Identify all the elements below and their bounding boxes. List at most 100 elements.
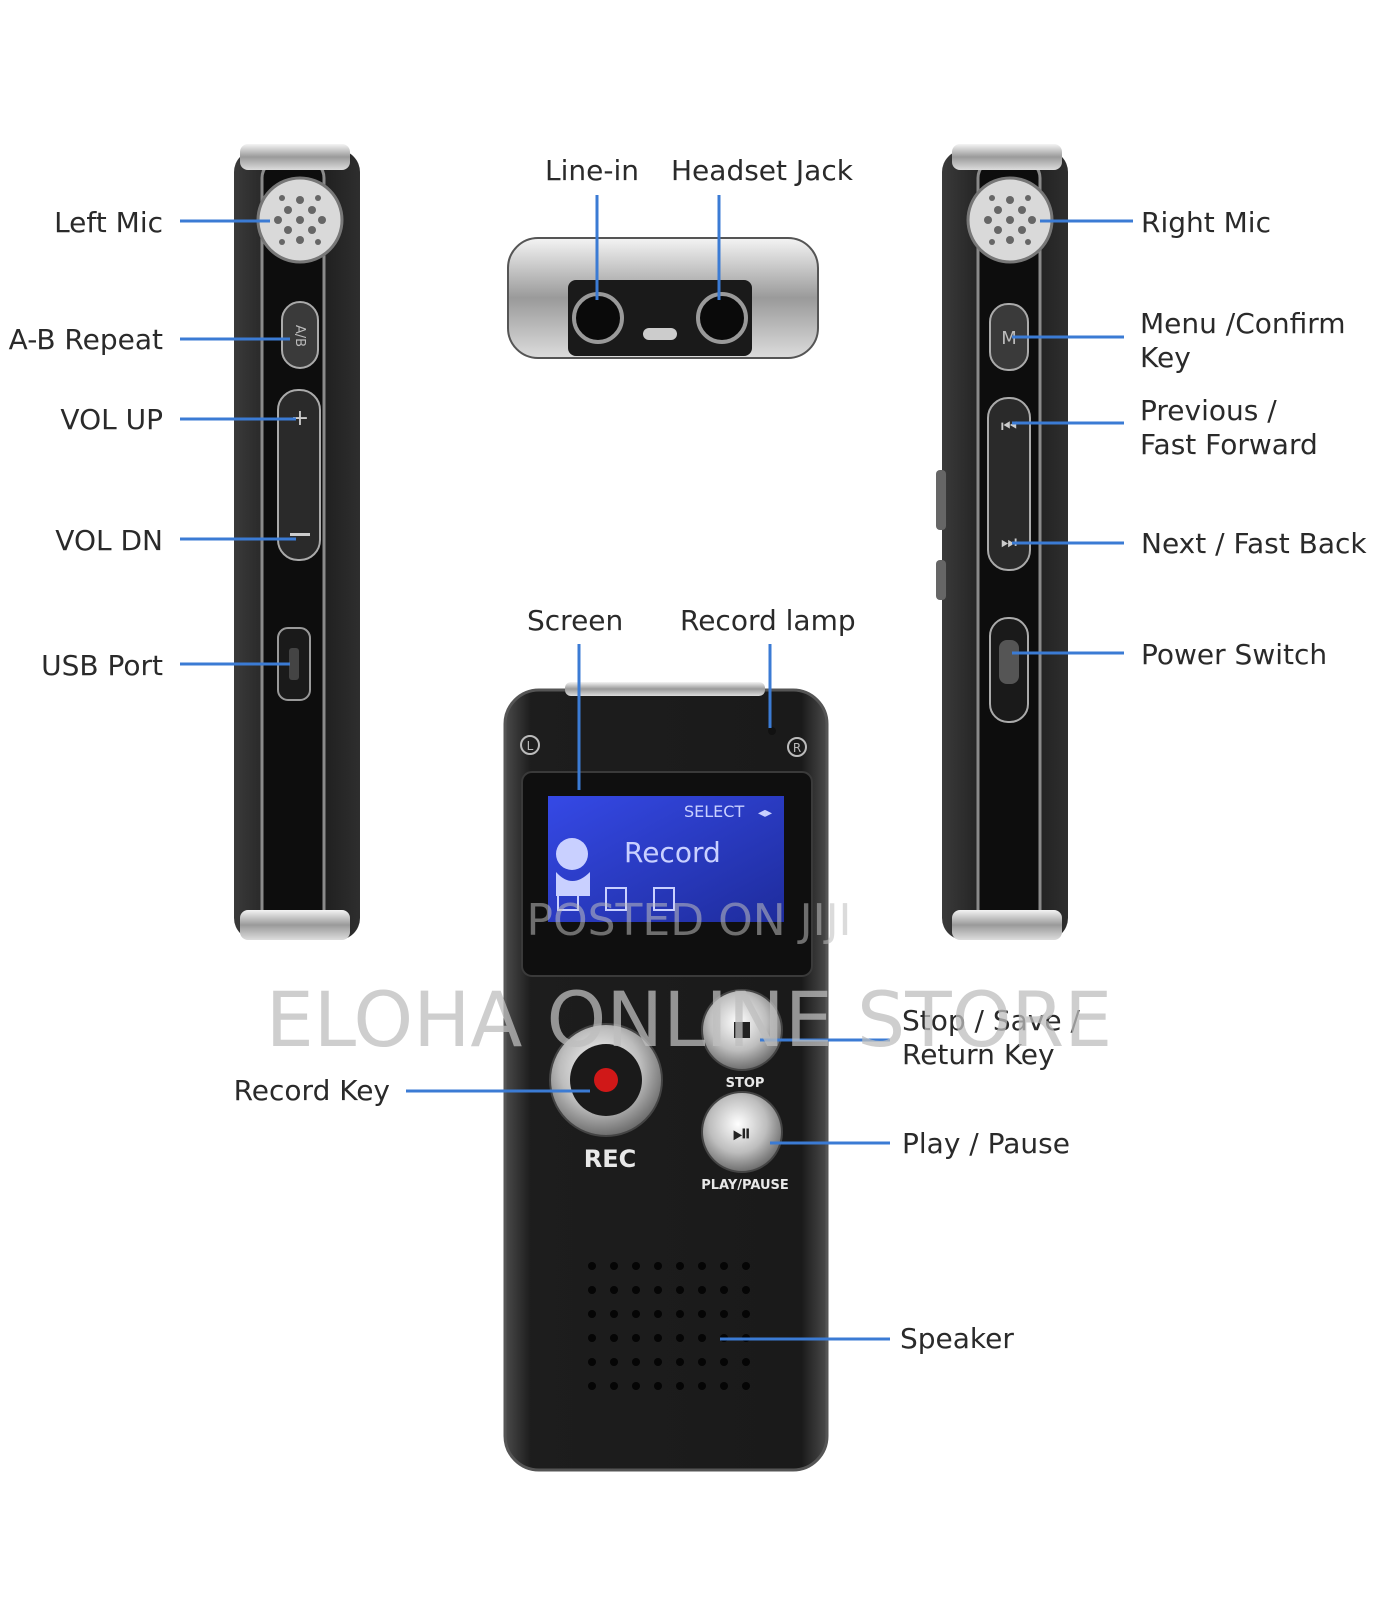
previous-icon: ⏮: [1001, 416, 1017, 437]
play-pause-button[interactable]: [701, 1091, 783, 1173]
speaker-hole: [588, 1382, 596, 1390]
speaker-hole: [720, 1358, 728, 1366]
right-corner-letter: R: [793, 741, 801, 755]
speaker-hole: [720, 1382, 728, 1390]
speaker-hole: [610, 1358, 618, 1366]
speaker-hole: [676, 1358, 684, 1366]
label-right-mic: Right Mic: [1141, 206, 1271, 239]
right-mic-holes: [984, 195, 1036, 245]
speaker-hole: [654, 1382, 662, 1390]
speaker-hole: [698, 1382, 706, 1390]
record-lamp: [768, 727, 776, 735]
left-bottom-cap: [240, 910, 350, 940]
speaker-hole: [588, 1310, 596, 1318]
speaker-hole: [720, 1286, 728, 1294]
next-icon: ⏭: [1001, 532, 1017, 553]
speaker-hole: [676, 1334, 684, 1342]
right-side-nub: [936, 470, 946, 530]
stop-square-icon: [734, 1022, 750, 1038]
lcd-folder-icon-1: [557, 887, 579, 911]
track-rocker[interactable]: [987, 397, 1031, 571]
right-bottom-cap: [952, 910, 1062, 940]
label-screen: Screen: [527, 604, 623, 637]
line-in-jack[interactable]: [572, 292, 624, 344]
speaker-hole: [720, 1310, 728, 1318]
label-usb-port: USB Port: [41, 649, 163, 682]
power-switch-knob: [999, 640, 1019, 684]
label-line-in: Line-in: [545, 154, 639, 187]
right-top-cap: [952, 144, 1062, 170]
speaker-hole: [588, 1262, 596, 1270]
label-power-switch: Power Switch: [1141, 638, 1327, 671]
rec-label: REC: [584, 1145, 637, 1173]
label-vol-dn: VOL DN: [55, 524, 163, 557]
speaker-hole: [610, 1262, 618, 1270]
speaker-hole: [632, 1382, 640, 1390]
speaker-hole: [632, 1358, 640, 1366]
stop-label: STOP: [726, 1076, 765, 1091]
label-previous-line2: Fast Forward: [1140, 428, 1318, 461]
label-stop-line2: Return Key: [902, 1038, 1055, 1071]
speaker-hole: [698, 1262, 706, 1270]
lcd-folder-icon-2: [605, 887, 627, 911]
label-menu-confirm-line2: Key: [1140, 341, 1191, 374]
speaker-hole: [632, 1334, 640, 1342]
left-mic-holes: [274, 195, 326, 245]
volume-rocker[interactable]: [277, 389, 321, 561]
speaker-hole: [698, 1334, 706, 1342]
speaker-hole: [610, 1334, 618, 1342]
speaker-hole: [654, 1334, 662, 1342]
left-corner-letter: L: [527, 739, 534, 753]
label-speaker: Speaker: [900, 1322, 1014, 1355]
label-vol-up: VOL UP: [60, 403, 163, 436]
left-side-view: A/B +: [234, 144, 360, 940]
headset-jack[interactable]: [696, 292, 748, 344]
speaker-hole: [588, 1358, 596, 1366]
speaker-hole: [654, 1286, 662, 1294]
label-play-pause: Play / Pause: [902, 1127, 1070, 1160]
left-top-cap: [240, 144, 350, 170]
vol-up-glyph: +: [291, 406, 309, 431]
play-pause-icon: ⏯: [732, 1119, 751, 1147]
speaker-hole: [676, 1262, 684, 1270]
right-side-nub-2: [936, 560, 946, 600]
speaker-hole: [654, 1358, 662, 1366]
top-mic-hole: [643, 328, 677, 340]
label-record-key: Record Key: [234, 1074, 390, 1107]
menu-marking: M: [1001, 328, 1017, 349]
label-record-lamp: Record lamp: [680, 604, 856, 637]
speaker-hole: [588, 1286, 596, 1294]
speaker-hole: [632, 1310, 640, 1318]
lcd-arrows-icon: ◂▸: [758, 805, 772, 821]
speaker-hole: [720, 1262, 728, 1270]
record-dot-icon: [594, 1068, 618, 1092]
ab-repeat-button[interactable]: [281, 301, 319, 369]
speaker-hole: [610, 1286, 618, 1294]
watermarks: POSTED ON JIJI ELOHA ONLINE STORE: [266, 895, 1113, 1064]
leader-lines: [180, 195, 1133, 1341]
front-top-edge: [565, 682, 765, 696]
speaker-hole: [742, 1382, 750, 1390]
lcd-folder-icon-3: [653, 887, 675, 911]
speaker-hole: [742, 1358, 750, 1366]
callout-labels: Left Mic A-B Repeat VOL UP VOL DN USB Po…: [9, 154, 1368, 1355]
lcd-screen: [548, 796, 784, 922]
label-stop-line1: Stop / Save /: [902, 1004, 1081, 1037]
left-corner-mark: [520, 735, 540, 755]
speaker-hole: [742, 1286, 750, 1294]
top-view: [507, 237, 819, 359]
usb-port-slot: [289, 648, 299, 680]
watermark-posted: POSTED ON JIJI: [526, 895, 851, 946]
speaker-hole: [742, 1262, 750, 1270]
speaker-hole: [632, 1286, 640, 1294]
lcd-mode-text: Record: [624, 836, 721, 869]
speaker-hole: [654, 1262, 662, 1270]
label-menu-confirm-line1: Menu /Confirm: [1140, 307, 1346, 340]
speaker-hole: [698, 1358, 706, 1366]
label-headset-jack: Headset Jack: [671, 154, 854, 187]
speaker-hole: [676, 1286, 684, 1294]
right-corner-mark: [787, 737, 807, 757]
label-ab-repeat: A-B Repeat: [9, 323, 163, 356]
speaker-grille: [588, 1262, 750, 1390]
